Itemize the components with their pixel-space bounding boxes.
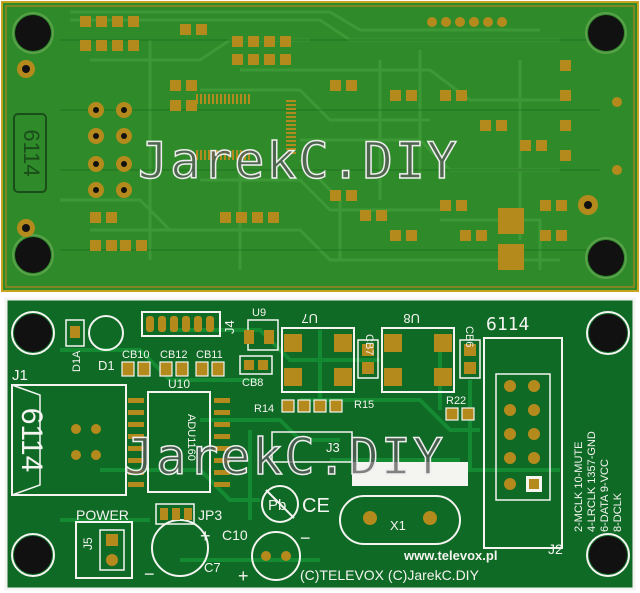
website-text: www.televox.pl (403, 548, 497, 563)
label-minus-c7: − (144, 564, 155, 584)
pinout-line-3: 6-DATA 9-VCC (599, 459, 611, 532)
label-j4: J4 (222, 320, 237, 334)
label-ce: CE (302, 495, 330, 517)
j1-outline (11, 384, 127, 496)
label-power: POWER (76, 507, 129, 523)
label-u7: U7 (301, 311, 318, 326)
pinout-line-4: 8-DCLK (612, 492, 624, 532)
label-cb10: CB10 (122, 349, 150, 361)
label-minus-c10: − (300, 528, 311, 548)
pinout-line-2: 4-LRCLK 1357-GND (586, 431, 598, 532)
label-cb12: CB12 (160, 349, 188, 361)
d1-outline (88, 315, 124, 351)
top-board: 6114 (0, 293, 640, 593)
label-jp3: JP3 (198, 507, 222, 523)
watermark-top: JarekC.DIY (138, 132, 459, 190)
label-j5: J5 (81, 537, 95, 550)
j5-outline (75, 521, 133, 579)
bottom-board: 6114 (0, 0, 640, 293)
label-u10: U10 (168, 377, 190, 391)
bottom-pads (80, 16, 571, 251)
x1-outline (339, 495, 461, 545)
label-plus-c7: + (238, 566, 249, 586)
j1-pads (71, 424, 101, 460)
bottom-board-label: 6114 (19, 129, 44, 176)
j1-connector-label: 6114 (15, 408, 48, 473)
c10-outline (251, 531, 301, 581)
label-r22: R22 (446, 395, 466, 407)
label-j3: J3 (326, 440, 340, 455)
watermark-bottom: JarekC.DIY (124, 428, 445, 486)
bottom-header-row (427, 17, 507, 27)
label-adu: ADU1160 (185, 414, 197, 461)
bottom-ic-footprints (196, 94, 296, 160)
j2-header-pins (504, 380, 542, 492)
label-d1a: D1A (71, 350, 83, 372)
label-c7: C7 (204, 560, 221, 575)
j2-outline (483, 337, 563, 549)
label-u8: U8 (403, 311, 420, 326)
label-cb7: CB7 (363, 334, 375, 355)
label-j1: J1 (12, 367, 28, 384)
label-pb: Pb (268, 497, 286, 514)
bottom-mounting-holes (12, 12, 627, 279)
top-mounting-holes (11, 311, 630, 577)
label-cb6: CB6 (463, 326, 475, 347)
u10-outline (147, 391, 211, 493)
label-x1: X1 (390, 518, 406, 533)
label-d1: D1 (98, 358, 115, 373)
label-u9: U9 (252, 307, 266, 319)
label-j2: J2 (548, 541, 563, 557)
label-r15: R15 (354, 399, 374, 411)
top-silkscreen: 6114 D1A D1 CB10 CB12 CB11 J4 U9 U7 CB7 … (12, 307, 624, 586)
label-c10: C10 (222, 527, 248, 543)
j4-outline (141, 311, 221, 337)
pinout-line-1: 2-MCLK 10-MUTE (573, 442, 585, 532)
label-r14: R14 (254, 403, 274, 415)
board-number: 6114 (486, 314, 529, 335)
label-cb8: CB8 (242, 377, 263, 389)
copyright-text: (C)TELEVOX (C)JarekC.DIY (300, 567, 480, 583)
label-cb11: CB11 (196, 349, 223, 361)
label-plus-c10: + (200, 526, 211, 546)
